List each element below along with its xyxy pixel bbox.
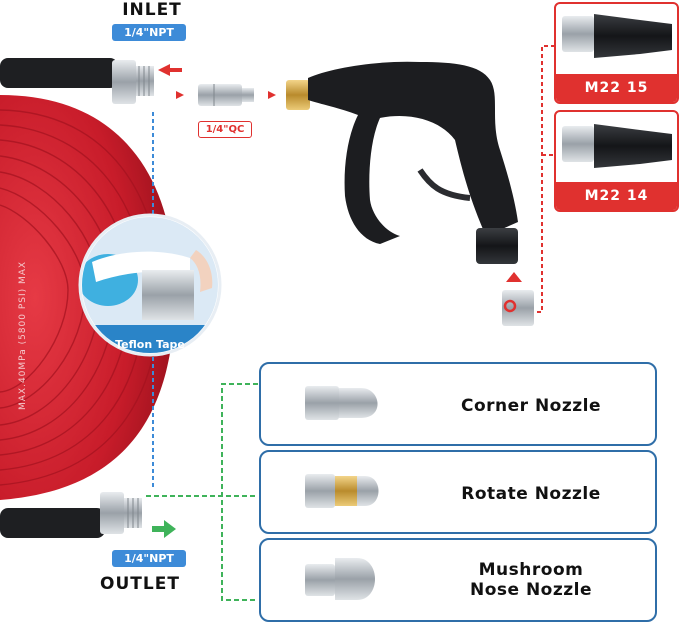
brass-connector: [286, 80, 310, 110]
m22-15-label: M22 15: [556, 74, 677, 102]
teflon-tape-inset: [78, 213, 222, 357]
outlet-title: OUTLET: [100, 574, 180, 594]
corner-nozzle-label: Corner Nozzle: [460, 396, 602, 416]
quick-connect-coupler: [198, 84, 254, 106]
outlet-npt-fitting: [100, 492, 142, 534]
rotate-nozzle-icon: [305, 474, 379, 508]
mushroom-nozzle-label-line2: Nose Nozzle: [469, 580, 593, 600]
outlet-hose-end: [0, 508, 105, 538]
corner-nozzle-icon: [305, 386, 378, 420]
teflon-tape-label: Teflon Tape: [115, 338, 185, 351]
inlet-thread-tag: 1/4"NPT: [112, 24, 186, 41]
qc-tag: 1/4"QC: [198, 121, 252, 138]
m22-14-label: M22 14: [556, 182, 677, 210]
swivel-fitting: [502, 290, 534, 326]
inlet-title: INLET: [122, 0, 182, 20]
m22-14-coupler: [562, 124, 672, 168]
m22-15-coupler: [562, 14, 672, 58]
mushroom-nozzle-icon: [305, 558, 375, 600]
outlet-thread-tag: 1/4"NPT: [112, 550, 186, 567]
arrow-right-icon: [152, 520, 176, 538]
rotate-nozzle-label: Rotate Nozzle: [461, 484, 601, 504]
connection-arrows: [176, 91, 276, 99]
m22-14-box: M22 14: [554, 110, 679, 212]
corner-nozzle-card: Corner Nozzle: [259, 362, 657, 446]
hose-print: MAX.40MPa (5800 PSI) MAX: [18, 260, 28, 410]
m22-15-box: M22 15: [554, 2, 679, 104]
arrow-left-icon: [158, 64, 182, 76]
arrow-up-icon: [506, 272, 522, 282]
green-dashed-lines: [146, 383, 258, 601]
rotate-nozzle-card: Rotate Nozzle: [259, 450, 657, 534]
spray-gun: [308, 61, 518, 264]
red-dashed-lines: [534, 45, 555, 313]
mushroom-nozzle-card: Mushroom Nose Nozzle: [259, 538, 657, 622]
inlet-npt-fitting: [112, 60, 154, 104]
mushroom-nozzle-label-line1: Mushroom: [478, 560, 584, 580]
inlet-hose-end: [0, 58, 118, 88]
